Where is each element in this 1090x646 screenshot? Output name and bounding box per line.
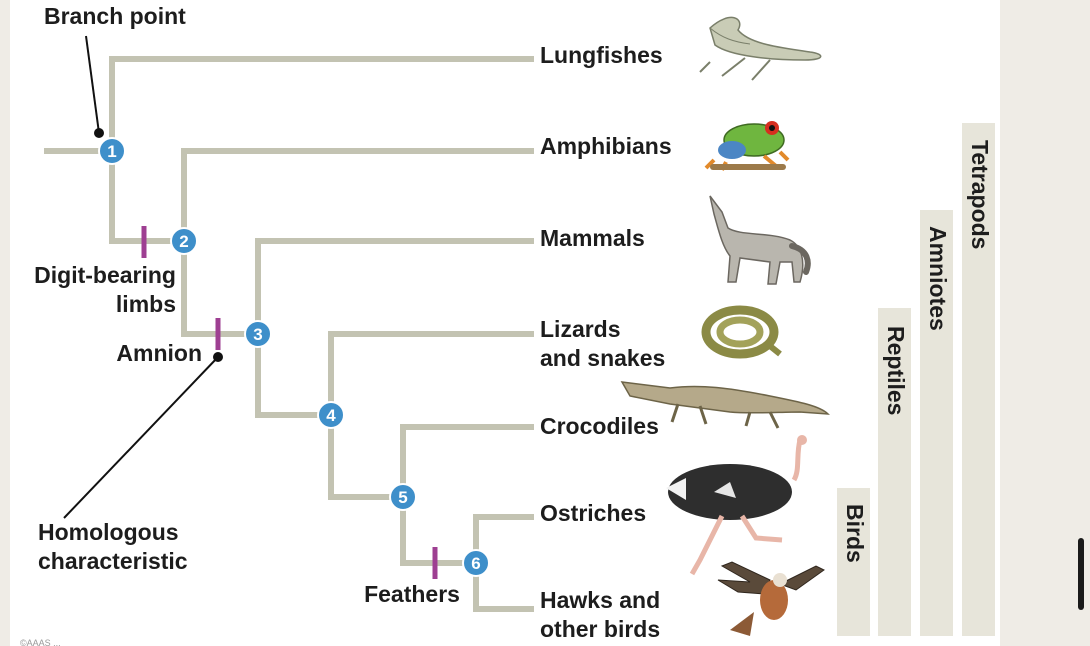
- branch-mammals: [255, 238, 534, 334]
- branch-lizards: [328, 331, 534, 415]
- taxon-label-lizards-line2: and snakes: [540, 345, 665, 371]
- branch-point-dot: [94, 128, 104, 138]
- taxon-label-lizards-line1: Lizards: [540, 316, 621, 342]
- group-label-reptiles: Reptiles: [883, 326, 909, 415]
- homologous-dot: [213, 352, 223, 362]
- scrollbar-thumb[interactable]: [1078, 538, 1084, 610]
- digit-limbs-label-line2: limbs: [116, 291, 176, 317]
- group-bar-birds: [837, 488, 870, 636]
- amnion-label: Amnion: [116, 340, 202, 366]
- nodes: 1 2 3 4 5 6: [98, 137, 490, 577]
- node-6: 6: [462, 549, 490, 577]
- wolf-icon: [709, 195, 811, 285]
- group-bar-tetrapods: [962, 123, 995, 636]
- branch-node3-node4: [255, 334, 331, 418]
- svg-text:1: 1: [107, 142, 116, 161]
- svg-text:5: 5: [398, 488, 407, 507]
- lungfish-icon: [699, 16, 822, 81]
- node-2: 2: [170, 227, 198, 255]
- branch-point-pointer: [85, 35, 100, 134]
- hawk-icon: [717, 561, 825, 636]
- cladogram-canvas: 1 2 3 4 5 6 Branch point Digit-bearing l…: [10, 0, 1000, 646]
- group-label-amniotes: Amniotes: [925, 226, 951, 331]
- node-5: 5: [389, 483, 417, 511]
- svg-text:4: 4: [326, 406, 336, 425]
- branch-amphibians: [181, 148, 534, 241]
- group-label-tetrapods: Tetrapods: [967, 140, 993, 249]
- ostrich-icon: [666, 435, 807, 576]
- svg-text:3: 3: [253, 325, 262, 344]
- homologous-label-line1: Homologous: [38, 519, 179, 545]
- taxon-label-amphibians: Amphibians: [540, 133, 672, 159]
- tree-branches: [44, 56, 534, 612]
- group-bar-reptiles: [878, 308, 911, 636]
- svg-text:6: 6: [471, 554, 480, 573]
- branch-point-label: Branch point: [44, 3, 186, 29]
- branch-node4-node5: [328, 415, 403, 500]
- taxon-label-lungfishes: Lungfishes: [540, 42, 663, 68]
- branch-ostriches: [473, 514, 534, 563]
- node-4: 4: [317, 401, 345, 429]
- branch-node1-node2: [109, 151, 184, 244]
- branch-node5-node6: [400, 497, 476, 566]
- branch-node2-node3: [181, 241, 258, 337]
- footer-credit: ©AAAS ...: [20, 638, 61, 646]
- svg-text:2: 2: [179, 232, 188, 251]
- crocodile-icon: [620, 381, 830, 429]
- snake-icon: [701, 305, 782, 359]
- annotation-pointers: [63, 35, 223, 519]
- digit-limbs-label-line1: Digit-bearing: [34, 262, 176, 288]
- group-bars: [837, 123, 995, 636]
- taxon-label-ostriches: Ostriches: [540, 500, 646, 526]
- taxon-label-hawks-line1: Hawks and: [540, 587, 660, 613]
- frog-icon: [704, 121, 790, 171]
- taxon-label-mammals: Mammals: [540, 225, 645, 251]
- group-label-birds: Birds: [842, 504, 868, 563]
- homologous-label-line2: characteristic: [38, 548, 188, 574]
- homologous-pointer: [63, 356, 219, 519]
- node-1: 1: [98, 137, 126, 165]
- character-ticks: [141, 226, 438, 579]
- group-bar-amniotes: [920, 210, 953, 636]
- node-3: 3: [244, 320, 272, 348]
- branch-hawks: [473, 563, 534, 612]
- cladogram-svg: 1 2 3 4 5 6 Branch point Digit-bearing l…: [20, 3, 995, 646]
- feathers-label: Feathers: [364, 581, 460, 607]
- taxon-label-hawks-line2: other birds: [540, 616, 660, 642]
- branch-lungfishes: [109, 56, 534, 151]
- taxon-label-crocodiles: Crocodiles: [540, 413, 659, 439]
- branch-crocodiles: [400, 424, 534, 497]
